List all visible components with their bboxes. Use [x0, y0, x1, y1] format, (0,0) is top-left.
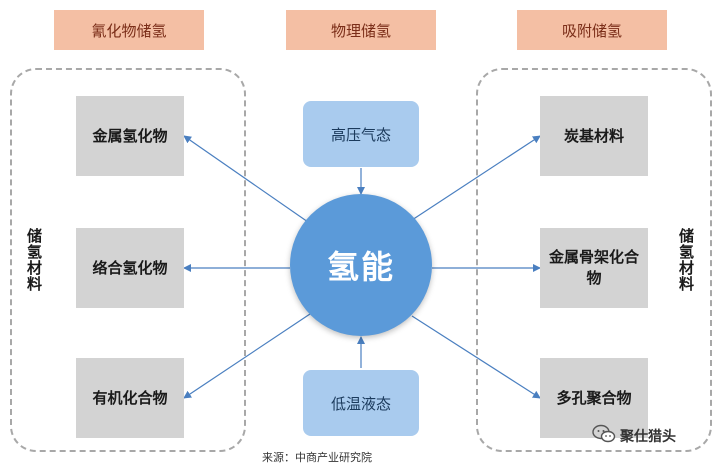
- brand-name: 聚仕猎头: [620, 429, 676, 445]
- arrow-to-metal-hydride: [183, 135, 309, 223]
- brand-watermark: 聚仕猎头: [592, 424, 676, 448]
- center-hydrogen-energy: 氢能: [290, 194, 432, 336]
- box-organic-compound: 有机化合物: [76, 358, 184, 438]
- source-note: 来源：中商产业研究院: [262, 451, 372, 464]
- box-low-temp-liquid: 低温液态: [303, 370, 419, 436]
- left-group-frame: [10, 68, 246, 452]
- header-physical-storage: 物理储氢: [286, 10, 436, 50]
- right-group-frame: [476, 68, 712, 452]
- header-cyanide-storage: 氰化物储氢: [54, 10, 204, 50]
- header-adsorption-storage: 吸附储氢: [517, 10, 667, 50]
- box-metal-organic-framework: 金属骨架化合物: [540, 228, 648, 308]
- box-porous-polymer: 多孔聚合物: [540, 358, 648, 438]
- box-metal-hydride: 金属氢化物: [76, 96, 184, 176]
- side-label-left: 储氢材料: [25, 228, 43, 292]
- side-label-right: 储氢材料: [677, 228, 695, 292]
- wechat-icon: [592, 424, 616, 448]
- box-high-pressure-gas: 高压气态: [303, 101, 419, 167]
- box-complex-hydride: 络合氢化物: [76, 228, 184, 308]
- box-carbon-material: 炭基材料: [540, 96, 648, 176]
- arrow-to-organic-compound: [183, 313, 311, 399]
